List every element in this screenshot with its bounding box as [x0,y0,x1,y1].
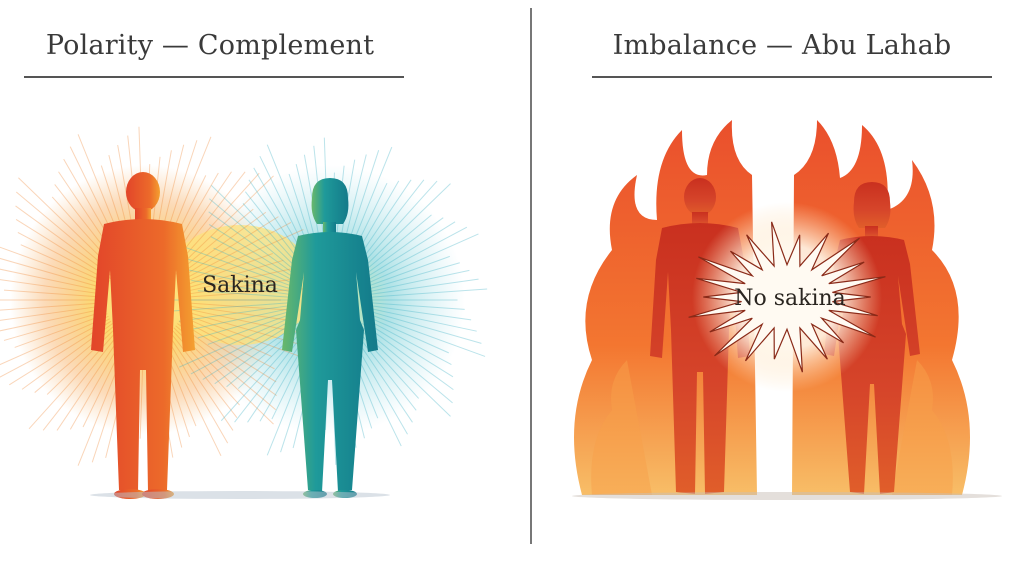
ground-shadow [572,492,1002,500]
sakina-label: Sakina [202,273,278,298]
imbalance-illustration: No sakina [532,0,1013,571]
imbalance-panel: Imbalance — Abu Lahab [532,0,1013,571]
ground-shadow [90,491,390,499]
no-sakina-label: No sakina [734,286,846,311]
radiating-aura [0,127,487,476]
polarity-panel: Polarity — Complement [0,0,530,571]
polarity-illustration: Sakina [0,0,530,571]
